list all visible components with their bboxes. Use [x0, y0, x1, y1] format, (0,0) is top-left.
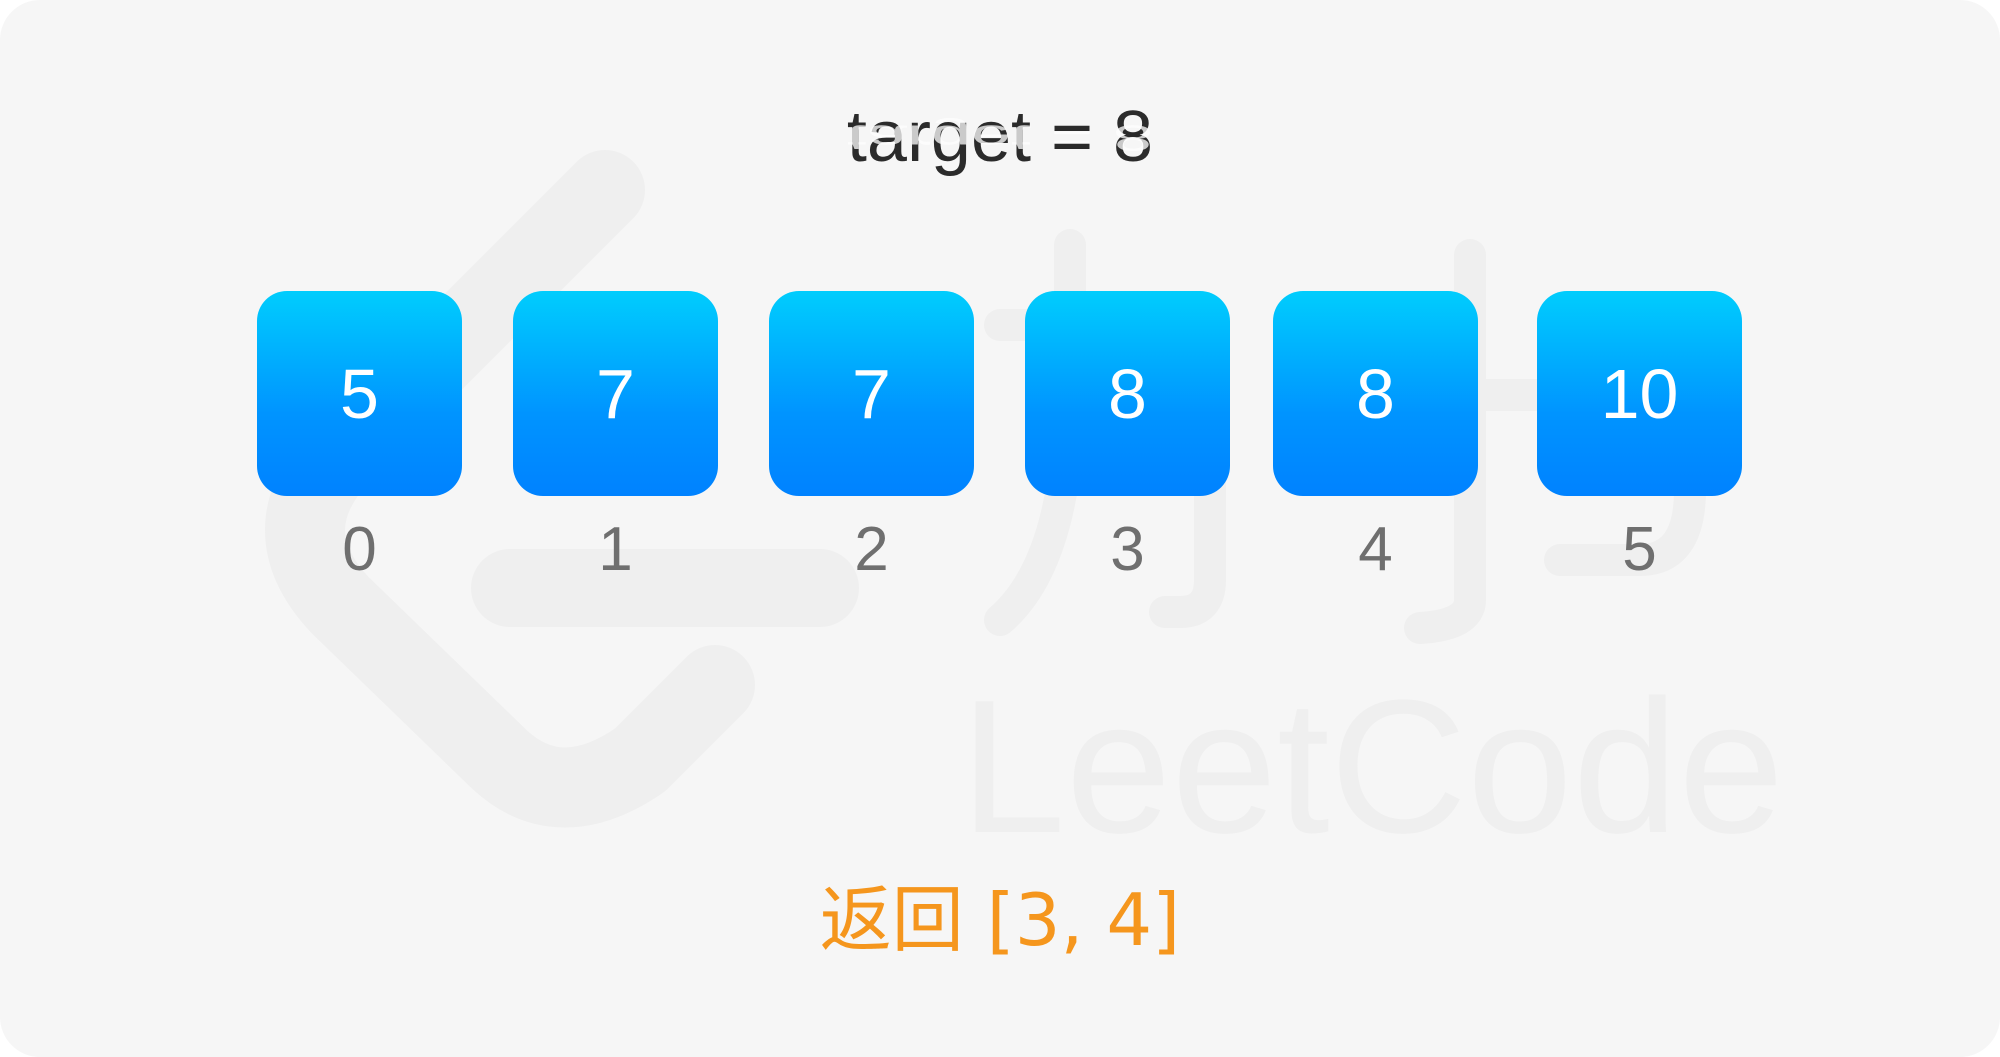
- array-cell: 7: [513, 291, 718, 496]
- array-index: 0: [342, 515, 377, 584]
- array-index: 5: [1622, 515, 1657, 584]
- array-cell: 8: [1025, 291, 1230, 496]
- watermark-text: LeetCode: [960, 661, 1784, 873]
- array-index: 2: [854, 515, 889, 584]
- array-cell: 10: [1537, 291, 1742, 496]
- array-index: 4: [1358, 515, 1393, 584]
- array-index: 3: [1110, 515, 1145, 584]
- array-cell: 5: [257, 291, 462, 496]
- watermark-char-stroke-3: [1404, 239, 1486, 644]
- result-label: 返回 [3, 4]: [819, 878, 1181, 962]
- array-index: 1: [598, 515, 633, 584]
- array-cell: 8: [1273, 291, 1478, 496]
- target-label: target = 8: [846, 97, 1154, 177]
- array-cell: 7: [769, 291, 974, 496]
- watermark-char-stroke-2: [984, 309, 1226, 628]
